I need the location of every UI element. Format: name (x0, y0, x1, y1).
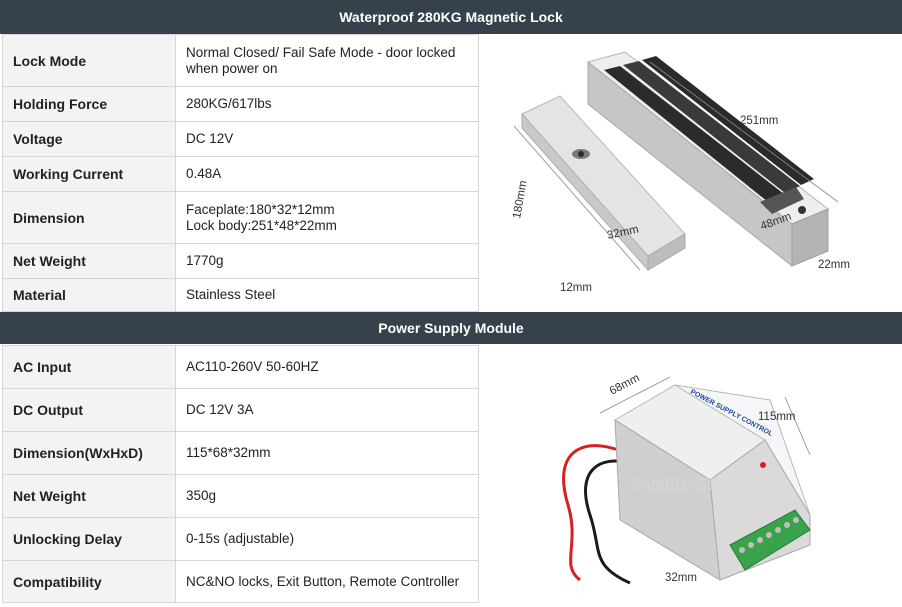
spec-label: Dimension (2, 191, 176, 244)
length-label: 251mm (740, 115, 778, 127)
spec-value-line: Faceplate:180*32*12mm (186, 201, 335, 217)
spec-label: Net Weight (2, 243, 176, 279)
table-row: Compatibility NC&NO locks, Exit Button, … (2, 560, 479, 603)
terminal-screw (784, 522, 790, 528)
table-row: Working Current 0.48A (2, 156, 479, 192)
spec-label: Working Current (2, 156, 176, 192)
spec-label: Compatibility (2, 560, 176, 603)
spec-label: DC Output (2, 388, 176, 432)
plate-length-label: 180mm (511, 180, 529, 220)
table-row: Unlocking Delay 0-15s (adjustable) (2, 517, 479, 561)
power-section-header: Power Supply Module (0, 312, 902, 344)
table-row: Voltage DC 12V (2, 121, 479, 157)
power-supply-illustration: POWER SUPPLY CONTROL SAMEBASE 68mm 115mm… (562, 372, 811, 585)
coil-strip (623, 61, 800, 193)
terminal-screw (793, 517, 799, 523)
length-label: 115mm (758, 411, 796, 423)
power-spec-table: AC Input AC110-260V 50-60HZ DC Output DC… (2, 345, 479, 603)
power-section-title: Power Supply Module (378, 320, 524, 336)
spec-value: DC 12V 3A (175, 388, 479, 432)
depth-label: 32mm (665, 572, 697, 584)
plate-length-dimension-line (513, 125, 641, 271)
black-wire (584, 459, 631, 585)
spec-label: Dimension(WxHxD) (2, 431, 176, 475)
depth-label: 22mm (818, 259, 850, 271)
armature-end (647, 233, 686, 271)
armature-screw-core (578, 151, 584, 157)
table-row: Dimension Faceplate:180*32*12mm Lock bod… (2, 191, 479, 244)
spec-value: 1770g (175, 243, 479, 279)
spec-value-line: Normal Closed/ Fail Safe Mode - door loc… (186, 44, 456, 60)
lock-spec-table: Lock Mode Normal Closed/ Fail Safe Mode … (2, 34, 479, 312)
table-row: AC Input AC110-260V 50-60HZ (2, 345, 479, 389)
lock-section-title: Waterproof 280KG Magnetic Lock (339, 9, 563, 25)
spec-value: Stainless Steel (175, 278, 479, 312)
terminal-screw (766, 532, 772, 538)
spec-value: 280KG/617lbs (175, 86, 479, 122)
spec-value-line: when power on (186, 60, 278, 76)
lock-body-pad (760, 187, 804, 214)
table-row: Material Stainless Steel (2, 278, 479, 312)
lock-section-header: Waterproof 280KG Magnetic Lock (0, 0, 902, 34)
spec-value: 350g (175, 474, 479, 518)
spec-label: Holding Force (2, 86, 176, 122)
spec-value: 0-15s (adjustable) (175, 517, 479, 561)
table-row: Holding Force 280KG/617lbs (2, 86, 479, 122)
spec-label: Net Weight (2, 474, 176, 518)
spec-value-line: Lock body:251*48*22mm (186, 217, 337, 233)
terminal-screw (757, 537, 763, 543)
spec-value: 0.48A (175, 156, 479, 192)
width-dimension-line (599, 376, 671, 414)
table-row: DC Output DC 12V 3A (2, 388, 479, 432)
spec-value: NC&NO locks, Exit Button, Remote Control… (175, 560, 479, 603)
length-dimension-line (784, 396, 811, 456)
lock-body-screw (798, 206, 806, 214)
magnetic-lock-illustration: 251mm 180mm 48mm 32mm 22mm 12mm (511, 51, 850, 294)
magnetic-lock-image: 251mm 180mm 48mm 32mm 22mm 12mm (480, 34, 900, 311)
spec-label: Voltage (2, 121, 176, 157)
spec-value: 115*68*32mm (175, 431, 479, 475)
terminal-screw (775, 527, 781, 533)
spec-label: Unlocking Delay (2, 517, 176, 561)
spec-value: Normal Closed/ Fail Safe Mode - door loc… (175, 34, 479, 87)
spec-label: Lock Mode (2, 34, 176, 87)
spec-value: AC110-260V 50-60HZ (175, 345, 479, 389)
spec-value: Faceplate:180*32*12mm Lock body:251*48*2… (175, 191, 479, 244)
spec-label: Material (2, 278, 176, 312)
terminal-screw (748, 542, 754, 548)
table-row: Net Weight 1770g (2, 243, 479, 279)
terminal-screws (739, 517, 799, 553)
terminal-screw (739, 547, 745, 553)
coil-strip (604, 66, 784, 202)
plate-depth-label: 12mm (560, 282, 592, 294)
power-supply-image: POWER SUPPLY CONTROL SAMEBASE 68mm 115mm… (480, 345, 900, 602)
spec-label: AC Input (2, 345, 176, 389)
red-wire (562, 444, 631, 582)
power-led (760, 462, 766, 468)
length-dimension-line (649, 61, 839, 203)
spec-value: DC 12V (175, 121, 479, 157)
lock-body-end (791, 208, 829, 267)
watermark: SAMEBASE (630, 476, 718, 493)
table-row: Lock Mode Normal Closed/ Fail Safe Mode … (2, 34, 479, 87)
table-row: Dimension(WxHxD) 115*68*32mm (2, 431, 479, 475)
table-row: Net Weight 350g (2, 474, 479, 518)
